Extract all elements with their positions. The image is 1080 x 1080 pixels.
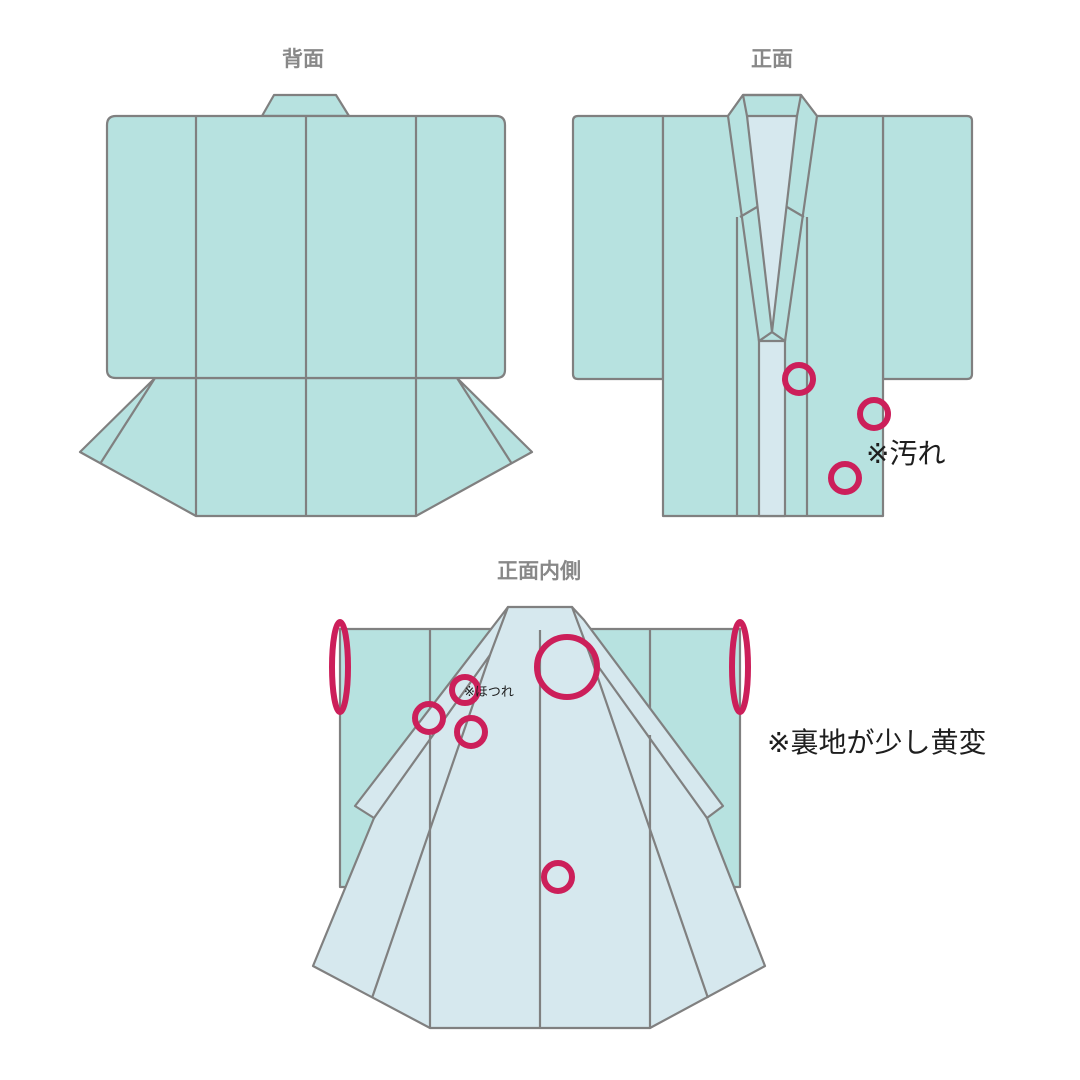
defect-marker-large [534, 634, 600, 700]
back-collar [260, 93, 351, 118]
lining-yellowing-note: ※裏地が少し黄変 [767, 726, 986, 759]
front-collar-join-right [786, 206, 805, 218]
front-view-title: 正面 [751, 48, 793, 71]
front-inner-panel [757, 339, 787, 518]
front-defect-markers [782, 362, 891, 495]
inside-collar-left [353, 605, 510, 820]
defect-marker [412, 701, 446, 735]
inside-defect-markers [329, 619, 751, 894]
stain-note: ※汚れ [866, 437, 945, 470]
fray-note: ※ほつれ [464, 685, 514, 700]
inside-view: 正面内側 ※ほつれ ※ [311, 559, 986, 1030]
front-collar-left [726, 93, 774, 343]
stain-marker [857, 397, 891, 431]
fray-marker [449, 674, 481, 706]
back-view-title: 背面 [282, 47, 324, 71]
stain-marker [782, 362, 816, 396]
lining-yellowing-marker-left [329, 619, 351, 715]
inside-view-title: 正面内側 [497, 559, 581, 583]
defect-marker [454, 715, 488, 749]
front-sleeve-right [881, 114, 974, 381]
front-sleeve-left [571, 114, 665, 381]
back-gusset-left [99, 377, 156, 465]
back-gusset-right [456, 377, 513, 465]
inside-gusset-right [588, 654, 710, 999]
inside-garment [311, 605, 767, 1030]
lining-yellowing-marker-right [729, 619, 751, 715]
stain-marker [828, 461, 862, 495]
back-view: 背面 [78, 47, 534, 518]
back-garment [78, 93, 534, 518]
front-collar-join-left [739, 206, 758, 218]
defect-marker [541, 860, 575, 894]
front-view: 正面 ※汚れ [571, 48, 974, 518]
inside-gusset-left [370, 654, 492, 999]
front-collar-right [770, 93, 819, 343]
front-garment [571, 93, 974, 518]
